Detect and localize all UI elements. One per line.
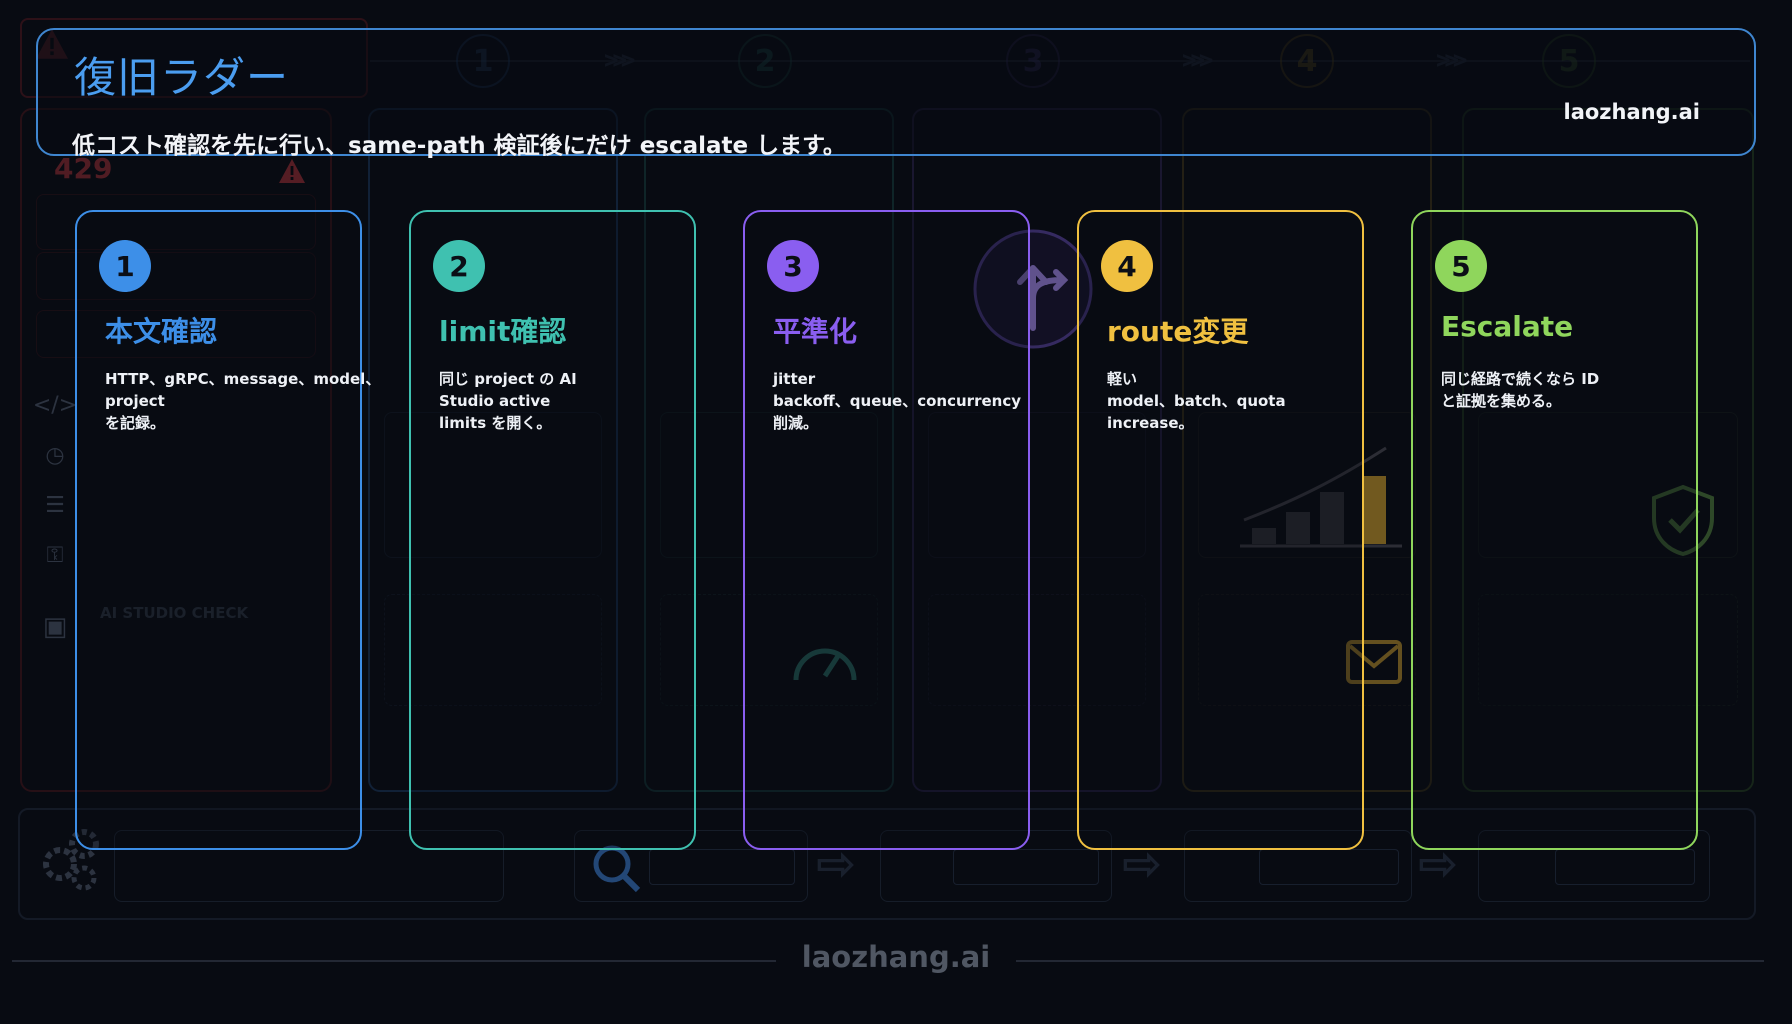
step-description: jitter backoff、queue、concurrency 削減。 [773, 370, 1021, 432]
step-title: route変更 [1107, 315, 1249, 348]
header-brand: laozhang.ai [1563, 100, 1700, 124]
step-title: limit確認 [439, 315, 567, 348]
step-card-route-change: 4 route変更 軽い model、batch、quota increase。 [1077, 210, 1364, 850]
page-title: 復旧ラダー [74, 53, 290, 102]
step-title: 本文確認 [105, 315, 218, 348]
growth-chart-icon [1240, 446, 1402, 548]
code-icon: </> [32, 392, 78, 418]
step-card-smoothing: 3 平準化 jitter backoff、queue、concurrency 削… [743, 210, 1030, 850]
step-title: Escalate [1441, 310, 1574, 343]
background-toolbar: ⇨ ⇨ ⇨ [18, 808, 1756, 920]
monitor-icon: ▣ [42, 612, 68, 642]
step-description: 同じ経路で続くなら ID と証拠を集める。 [1441, 370, 1600, 410]
gear-icon [43, 829, 99, 891]
shield-check-icon [1652, 484, 1714, 556]
error-code: 429 [54, 152, 113, 185]
page-subtitle: 低コスト確認を先に行い、same-path 検証後にだけ escalate しま… [72, 133, 846, 159]
step-number-badge: 1 [99, 240, 151, 292]
mail-icon [1346, 640, 1402, 684]
step-description: HTTP、gRPC、message、model、project を記録。 [105, 370, 381, 432]
panel-label: AI STUDIO CHECK [100, 604, 249, 622]
footer-brand: laozhang.ai [0, 940, 1792, 974]
arrow-icon: ⇨ [1122, 836, 1163, 892]
arrow-icon: ⇨ [816, 836, 857, 892]
gauge-icon [793, 648, 857, 681]
clock-icon: ◷ [45, 442, 65, 468]
step-number-badge: 4 [1101, 240, 1153, 292]
step-number-badge: 2 [433, 240, 485, 292]
step-number-badge: 5 [1435, 240, 1487, 292]
list-icon: ☰ [45, 492, 65, 518]
step-description: 軽い model、batch、quota increase。 [1107, 370, 1286, 432]
step-card-limit-check: 2 limit確認 同じ project の AI Studio active … [409, 210, 696, 850]
key-icon: ⚿ [46, 542, 64, 568]
step-card-escalate: 5 Escalate 同じ経路で続くなら ID と証拠を集める。 [1411, 210, 1698, 850]
step-number-badge: 3 [767, 240, 819, 292]
step-card-body-check: 1 本文確認 HTTP、gRPC、message、model、project を… [75, 210, 380, 850]
route-split-icon [973, 229, 1093, 349]
header-panel: 復旧ラダー 低コスト確認を先に行い、same-path 検証後にだけ escal… [36, 28, 1756, 159]
step-description: 同じ project の AI Studio active limits を開く… [439, 370, 577, 432]
step-title: 平準化 [773, 315, 858, 348]
warning-icon [279, 159, 305, 183]
